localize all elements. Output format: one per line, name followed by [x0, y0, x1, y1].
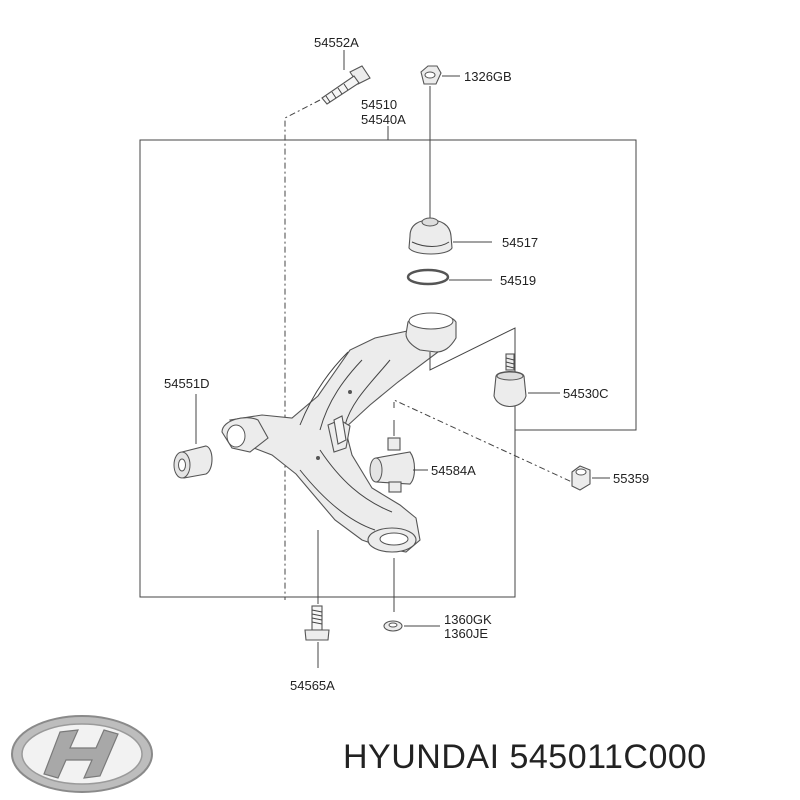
label-54517: 54517 — [502, 235, 538, 250]
nut-top-1326gb — [420, 65, 442, 85]
label-1360je: 1360JE — [444, 626, 488, 641]
brand-name: HYUNDAI — [343, 738, 500, 776]
label-55359: 55359 — [613, 471, 649, 486]
bolt-top-axis — [284, 99, 321, 600]
bolt-bottom-54565a — [304, 605, 330, 641]
part-number: 545011C000 — [509, 738, 707, 776]
washer-1360gk — [383, 620, 403, 632]
label-54519: 54519 — [500, 273, 536, 288]
lower-control-arm — [221, 312, 457, 553]
part-caption: HYUNDAI 545011C000 — [343, 735, 793, 779]
bolt-top-54552a — [321, 65, 371, 105]
ball-joint-54530c — [493, 353, 527, 408]
nut-right-55359 — [571, 465, 591, 491]
bushing-rear-54584a — [369, 437, 416, 493]
label-54530c: 54530C — [563, 386, 609, 401]
bushing-left-54551d — [173, 445, 213, 479]
label-54552a: 54552A — [314, 35, 359, 50]
label-1326gb: 1326GB — [464, 69, 512, 84]
label-1360gk: 1360GK — [444, 612, 492, 627]
label-54565a: 54565A — [290, 678, 335, 693]
label-54584a: 54584A — [431, 463, 476, 478]
hyundai-logo-icon — [11, 715, 153, 793]
label-54540a: 54540A — [361, 112, 406, 127]
nut-right-axis — [393, 399, 573, 483]
ring-54519 — [406, 268, 450, 286]
label-54510: 54510 — [361, 97, 397, 112]
label-54551d: 54551D — [164, 376, 210, 391]
dust-cover-54517 — [408, 217, 453, 255]
